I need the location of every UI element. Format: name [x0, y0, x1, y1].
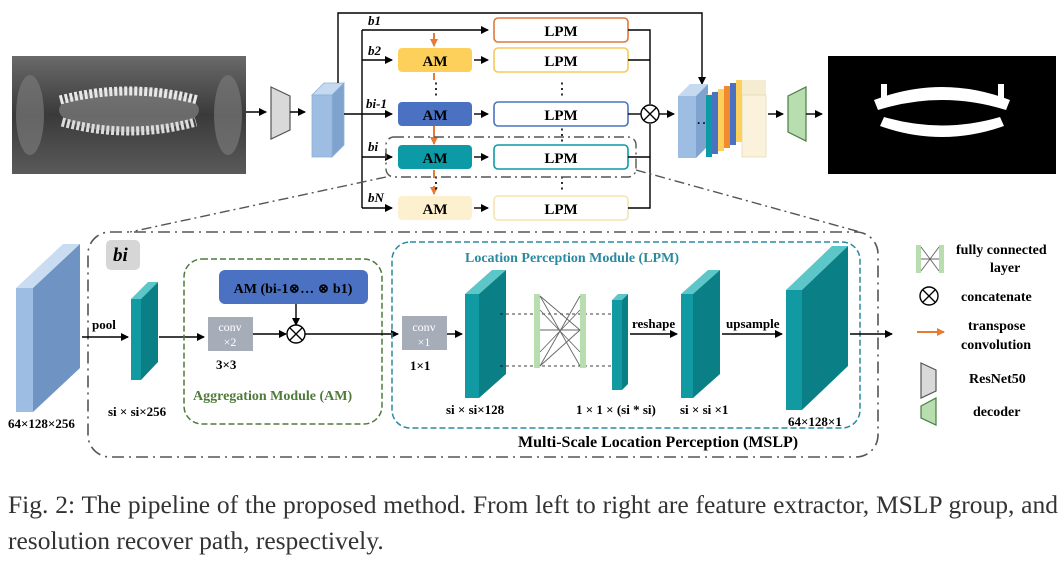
- branch-label-bi-1: bi-1: [366, 96, 387, 111]
- legend-resnet-label: ResNet50: [969, 372, 1026, 387]
- legend-concat-label: concatenate: [961, 290, 1032, 305]
- conv2-box: [208, 317, 253, 351]
- xray-input-image: [12, 56, 246, 174]
- conv1-label-top: conv: [412, 320, 435, 334]
- am-prev-box: [219, 270, 368, 304]
- bi-tag-label: bi: [113, 245, 129, 266]
- conv1-label-bottom: ×1: [418, 335, 431, 349]
- am-prev-label: AM (bi-1⊗… ⊗ b1): [234, 282, 353, 297]
- conv2-label-bottom: ×2: [224, 335, 237, 349]
- vertical-dots: ⋮: [554, 127, 570, 144]
- bi-tag: [106, 240, 140, 270]
- lpm-module-box: [391, 241, 861, 429]
- branch-label-b2: b2: [368, 43, 382, 58]
- feature-map-block: [311, 82, 345, 158]
- mslp-container: [87, 231, 879, 458]
- lpm-label: LPM: [544, 202, 577, 218]
- legend-transpose-label-1: transpose: [968, 319, 1026, 334]
- zoom-line-right: [635, 169, 861, 233]
- lpm-128-dim: si × si×128: [446, 402, 505, 417]
- mslp-output-block: [786, 246, 848, 410]
- am-box-bi: [398, 145, 472, 169]
- fully-connected-layer: [534, 294, 586, 368]
- am-box-bi-1: [398, 102, 472, 126]
- decoder-block: [787, 86, 807, 142]
- lpm-label: LPM: [544, 54, 577, 70]
- am-concatenate-icon: [286, 324, 306, 344]
- pipeline-figure: b1 b2 bi-1 bi bN ⋮ ⋮ ⋮ ⋮ ⋮ AM AM AM AM L…: [8, 12, 1056, 458]
- am-label: AM: [423, 151, 448, 167]
- lpm-output-block: [681, 270, 720, 398]
- vertical-dots: ⋮: [554, 175, 570, 192]
- input-dim-label: 64×128×256: [8, 416, 75, 431]
- fc-projection-lines: [500, 313, 614, 367]
- vertical-dots: ⋮: [428, 175, 444, 192]
- flat-dim: 1 × 1 × (si * si): [576, 402, 656, 417]
- conv1-kernel: 1×1: [410, 358, 430, 373]
- vertical-dots: ⋮: [428, 81, 444, 98]
- pool-label: pool: [92, 317, 116, 332]
- am-label: AM: [423, 202, 448, 218]
- lpm-output-dim: si × si ×1: [680, 402, 728, 417]
- conv2-label-top: conv: [218, 320, 241, 334]
- branch-label-bN: bN: [368, 190, 385, 205]
- concatenate-icon: [640, 104, 660, 124]
- aggregation-module-box: [183, 258, 383, 425]
- mslp-title: Multi-Scale Location Perception (MSLP): [518, 434, 798, 451]
- legend-decoder-icon: [920, 397, 937, 426]
- am-label: AM: [423, 108, 448, 124]
- legend-concat-icon: [919, 286, 939, 306]
- conv2-kernel: 3×3: [216, 357, 237, 372]
- am-label: AM: [423, 54, 448, 70]
- legend: fully connected layer concatenate transp…: [916, 243, 1047, 426]
- segmentation-output-image: [828, 56, 1056, 174]
- lpm-label: LPM: [544, 108, 577, 124]
- vertical-dots: ⋮: [554, 81, 570, 98]
- branch-label-b1: b1: [368, 13, 381, 28]
- legend-resnet-icon: [920, 362, 937, 399]
- pooled-block: [131, 282, 158, 380]
- legend-fc-label-1: fully connected: [956, 243, 1047, 258]
- lpm-label: LPM: [544, 24, 577, 40]
- lpm-label: LPM: [544, 151, 577, 167]
- resnet50-block: [270, 86, 291, 140]
- input-feature-block: [16, 244, 80, 412]
- branch-label-bi: bi: [368, 139, 379, 154]
- pooled-dim-label: si × si×256: [108, 404, 167, 419]
- flat-vector-block: [612, 294, 628, 390]
- am-box-b2: [398, 48, 472, 72]
- legend-decoder-label: decoder: [973, 405, 1020, 420]
- zoom-line-left: [129, 176, 387, 233]
- legend-fc-icon: [916, 245, 944, 273]
- legend-transpose-label-2: convolution: [961, 338, 1031, 353]
- am-box-bN: [398, 196, 472, 220]
- upsample-label: upsample: [726, 316, 780, 331]
- reshape-label: reshape: [632, 316, 675, 331]
- conv1-box: [402, 316, 447, 350]
- lpm-module-label: Location Perception Module (LPM): [465, 251, 679, 266]
- figure-caption: Fig. 2: The pipeline of the proposed met…: [8, 490, 1058, 555]
- lpm-128-block: [465, 270, 506, 398]
- am-module-label: Aggregation Module (AM): [193, 389, 352, 404]
- branch-trunk: [337, 12, 706, 212]
- bi-branch-highlight: [385, 136, 637, 178]
- legend-fc-label-2: layer: [990, 261, 1020, 276]
- output-dim: 64×128×1: [788, 414, 842, 429]
- concatenated-features: …: [678, 80, 767, 158]
